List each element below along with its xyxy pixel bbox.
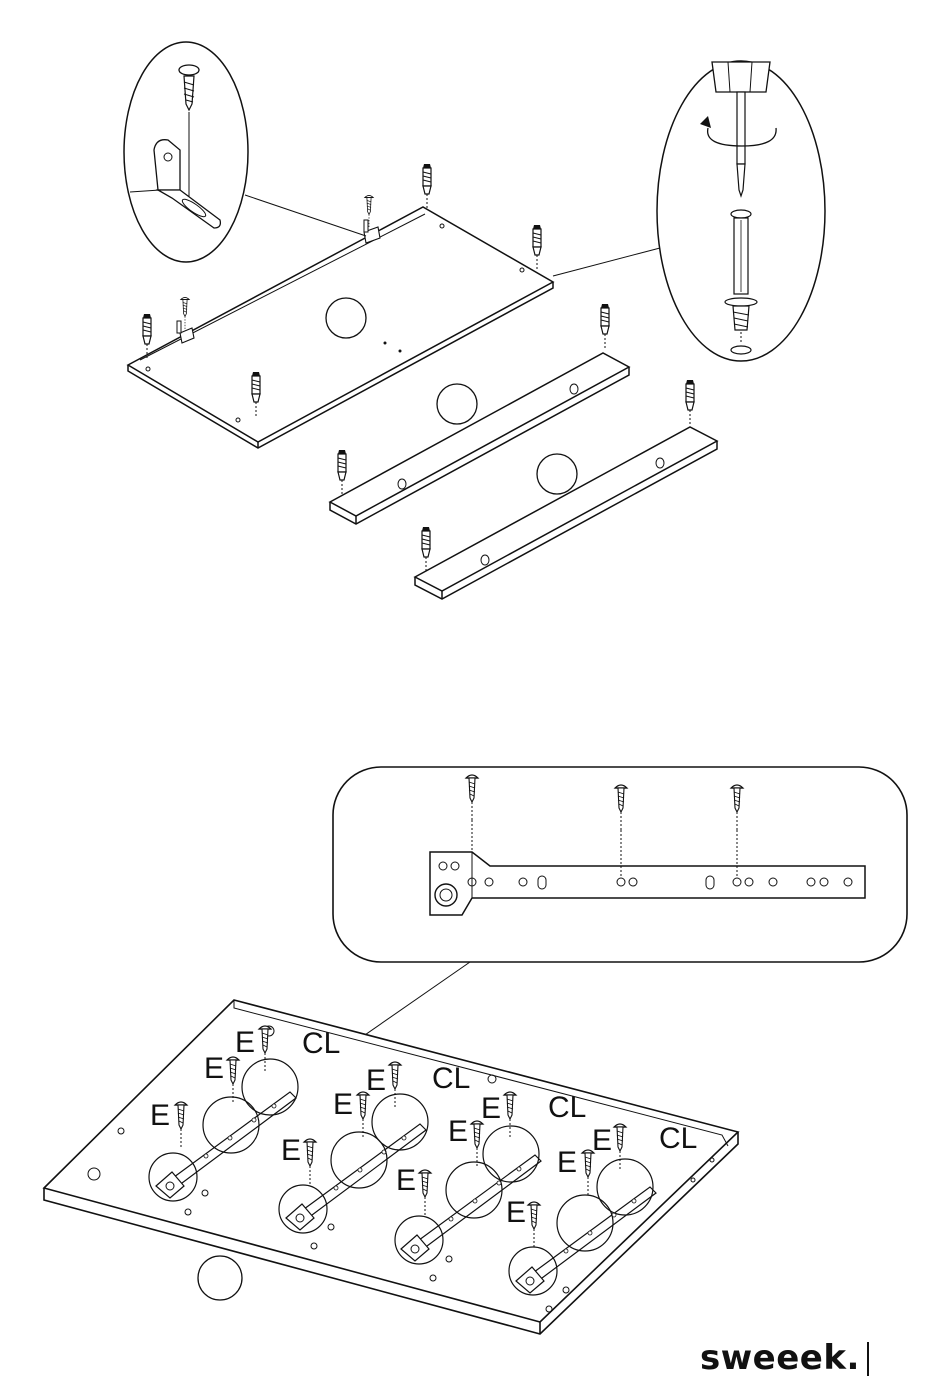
slide-label-cl: CL — [659, 1122, 697, 1155]
screw-label-e: E — [333, 1088, 353, 1121]
brand-logo: sweeek. — [700, 1338, 860, 1378]
screw-label-e: E — [481, 1092, 501, 1125]
screw-label-e: E — [150, 1099, 170, 1132]
screw-label-e: E — [506, 1196, 526, 1229]
screw-label-e: E — [204, 1052, 224, 1085]
screw-label-e: E — [448, 1115, 468, 1148]
screw-label-e: E — [366, 1064, 386, 1097]
slide-detail-callout — [300, 767, 907, 1080]
slide-label-cl: CL — [548, 1091, 586, 1124]
slide-label-cl: CL — [432, 1062, 470, 1095]
brand-divider — [867, 1342, 869, 1376]
bottom-panel — [44, 1000, 738, 1334]
screw-label-e: E — [235, 1026, 255, 1059]
bracket-detail-callout — [124, 42, 366, 262]
screw-label-e: E — [592, 1124, 612, 1157]
screwdriver-detail-callout — [553, 61, 825, 361]
screw-label-e: E — [281, 1134, 301, 1167]
screw-label-e: E — [396, 1164, 416, 1197]
slide-label-cl: CL — [302, 1027, 340, 1060]
screw-label-e: E — [557, 1146, 577, 1179]
